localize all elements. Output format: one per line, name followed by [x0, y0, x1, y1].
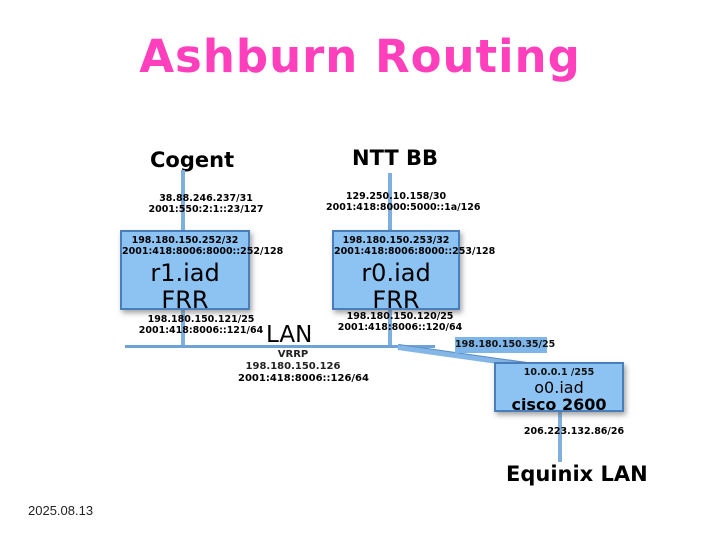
vrrp-label: VRRP	[277, 349, 309, 360]
slide-title: Ashburn Routing	[139, 30, 581, 83]
ntt-label: NTT BB	[352, 146, 439, 170]
r0-platform: FRR	[372, 286, 420, 314]
o0-downlink-ip: 206.223.132.86/26	[523, 426, 625, 437]
slide-date: 2025.08.13	[28, 503, 94, 518]
o0-equinix-link-line	[558, 410, 562, 462]
ntt-link-ip6: 2001:418:8000:5000::1a/126	[326, 202, 481, 213]
o0-platform: cisco 2600	[511, 395, 607, 414]
r0-lan-ips: 198.180.150.120/25 2001:418:8006::120/64	[335, 311, 465, 333]
r0-lan-link-line	[388, 308, 392, 348]
o0-hostname: o0.iad	[534, 378, 584, 397]
lan-segment-line	[125, 345, 435, 348]
cogent-link-ip6: 2001:550:2:1::23/127	[148, 204, 264, 215]
o0-inside-ip: 10.0.0.1 /255	[523, 367, 595, 378]
r0-lan-ip6: 2001:418:8006::120/64	[337, 322, 463, 333]
router-node-o0: 10.0.0.1 /255 o0.iad cisco 2600	[494, 362, 624, 414]
r1-hostname: r1.iad	[150, 259, 220, 287]
r0-hostname: r0.iad	[361, 259, 431, 287]
router-node-r0: 198.180.150.253/32 2001:418:8006:8000::2…	[332, 230, 496, 314]
r1-lan-ips: 198.180.150.121/25 2001:418:8006::121/64	[135, 314, 267, 336]
r1-loopback-ip4: 198.180.150.252/32	[131, 235, 239, 246]
cogent-r1-link-line	[181, 170, 185, 232]
r1-lan-link-line	[181, 308, 185, 348]
r0-loopback-ip4: 198.180.150.253/32	[342, 235, 450, 246]
ntt-link-ip4: 129.250.10.158/30	[345, 191, 447, 202]
vrrp-block: VRRP 198.180.150.126 2001:418:8006::126/…	[238, 349, 369, 385]
r0-loopback-ip6: 2001:418:8006:8000::253/128	[334, 246, 496, 257]
ntt-r0-link-line	[388, 173, 392, 232]
vrrp-ip4: 198.180.150.126	[245, 361, 341, 372]
r0-lan-ip4: 198.180.150.120/25	[346, 311, 454, 322]
r1-loopback-ip6: 2001:418:8006:8000::252/128	[122, 246, 284, 257]
o0-uplink-ip-chip: 198.180.150.35/25	[455, 337, 555, 353]
lan-label: LAN	[266, 322, 313, 348]
vrrp-ip6: 2001:418:8006::126/64	[238, 373, 369, 384]
ntt-link-ips: 129.250.10.158/30 2001:418:8000:5000::1a…	[326, 191, 481, 213]
cogent-link-ip4: 38.88.246.237/31	[159, 193, 253, 204]
cogent-label: Cogent	[150, 148, 235, 172]
router-node-r1: 198.180.150.252/32 2001:418:8006:8000::2…	[120, 230, 284, 314]
cogent-link-ips: 38.88.246.237/31 2001:550:2:1::23/127	[140, 193, 272, 215]
equinix-label: Equinix LAN	[506, 462, 648, 486]
r1-lan-ip6: 2001:418:8006::121/64	[138, 325, 264, 336]
r1-lan-ip4: 198.180.150.121/25	[147, 314, 255, 325]
r1-platform: FRR	[161, 286, 209, 314]
